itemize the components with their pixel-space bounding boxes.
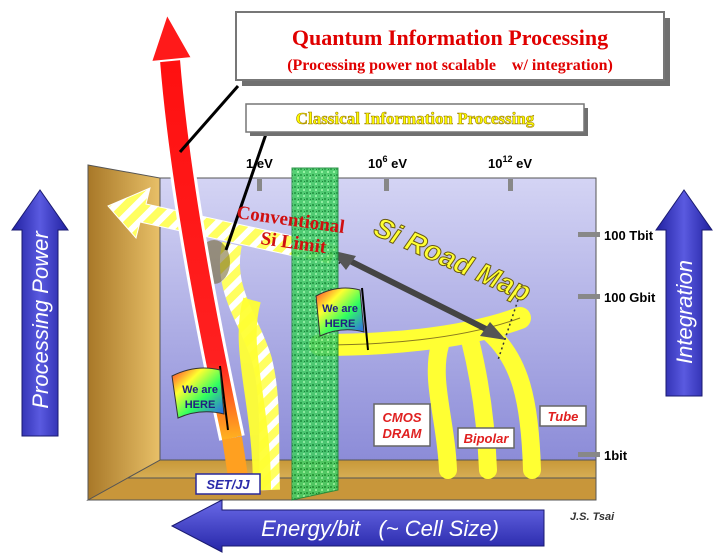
svg-text:HERE: HERE (185, 399, 216, 411)
tube-box (539, 405, 587, 427)
energy-tick-1 (257, 179, 262, 191)
energy-tick-2 (384, 179, 389, 191)
integration-label: Integration (672, 260, 697, 364)
processing-power-label: Processing Power (28, 230, 53, 409)
integration-tick-2 (578, 294, 600, 299)
integration-label-1bit: 1bit (604, 448, 628, 463)
classical-label-box (245, 103, 585, 133)
svg-text:We are: We are (322, 303, 358, 315)
quantum-subtitle: (Processing power not scalable w/ integr… (287, 57, 613, 74)
quantum-pointer-line (178, 85, 240, 153)
classical-label: Classical Information Processing (296, 109, 535, 128)
floor-front (87, 477, 597, 501)
roadmap-branch-tube (481, 324, 541, 479)
set-jj-label: SET/JJ (206, 477, 250, 492)
integration-tick-3 (578, 452, 600, 457)
integration-tick-1 (578, 232, 600, 237)
energy-tick-3 (508, 179, 513, 191)
energy-label-1e12: 1012 eV (488, 154, 532, 171)
left-wall-panel (87, 164, 161, 501)
set-curve-solid (238, 297, 271, 491)
quantum-title: Quantum Information Processing (292, 25, 608, 50)
set-jj-box (195, 473, 261, 495)
roadmap-branch-cmos (427, 336, 457, 479)
cmos-dram-box (373, 403, 431, 447)
integration-label-100gbit: 100 Gbit (604, 290, 656, 305)
flag-center: We are HERE (315, 287, 369, 351)
svg-text:We are: We are (182, 384, 218, 396)
quantum-title-box (235, 11, 665, 81)
tube-label: Tube (548, 409, 579, 424)
bipolar-label: Bipolar (464, 431, 510, 446)
flag-left: We are HERE (171, 365, 229, 431)
dram-label: DRAM (383, 426, 423, 441)
energy-bit-arrow: Energy/bit (~ Cell Size) (170, 499, 545, 553)
roadmap-outline (319, 317, 521, 346)
guide-line-right (497, 299, 519, 361)
author-credit: J.S. Tsai (570, 511, 615, 523)
integration-arrow: Integration (655, 189, 713, 397)
integration-label-100tbit: 100 Tbit (604, 228, 654, 243)
cmos-label: CMOS (383, 410, 422, 425)
classical-curve-branch (219, 241, 280, 491)
svg-text:HERE: HERE (325, 318, 356, 330)
roadmap-branch-bipolar (461, 331, 497, 479)
si-limit-wall (291, 167, 339, 501)
bipolar-box (457, 427, 515, 449)
processing-power-arrow: Processing Power (11, 189, 69, 437)
classical-pointer-line (224, 133, 268, 251)
energy-bit-label: Energy/bit (~ Cell Size) (261, 516, 499, 541)
energy-label-1e6: 106 eV (368, 154, 407, 171)
energy-label-1eV: 1 eV (246, 156, 273, 171)
